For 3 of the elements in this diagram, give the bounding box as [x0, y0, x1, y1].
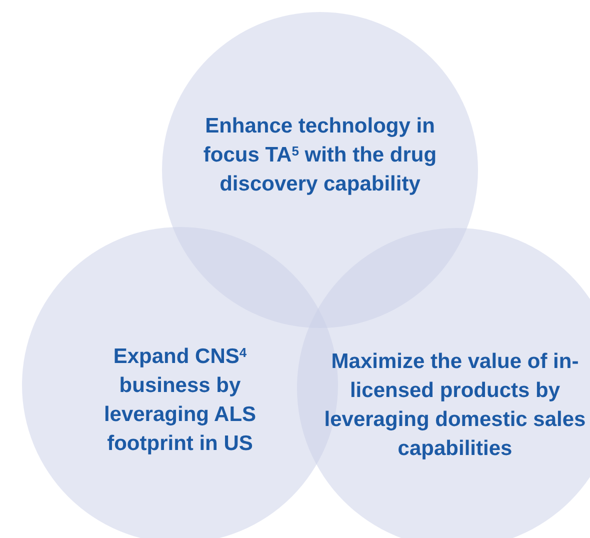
circle-text: Enhance technology in focus TA$^{5}$ with the drug discovery capability [202, 114, 438, 198]
circle-text: Maximize the value of in-licensed products by leveraging domestic sales capabilities [324, 349, 586, 462]
circle-text: Expand CNS$^{4}$ business by leveraging ALS footprint in US [102, 344, 258, 457]
